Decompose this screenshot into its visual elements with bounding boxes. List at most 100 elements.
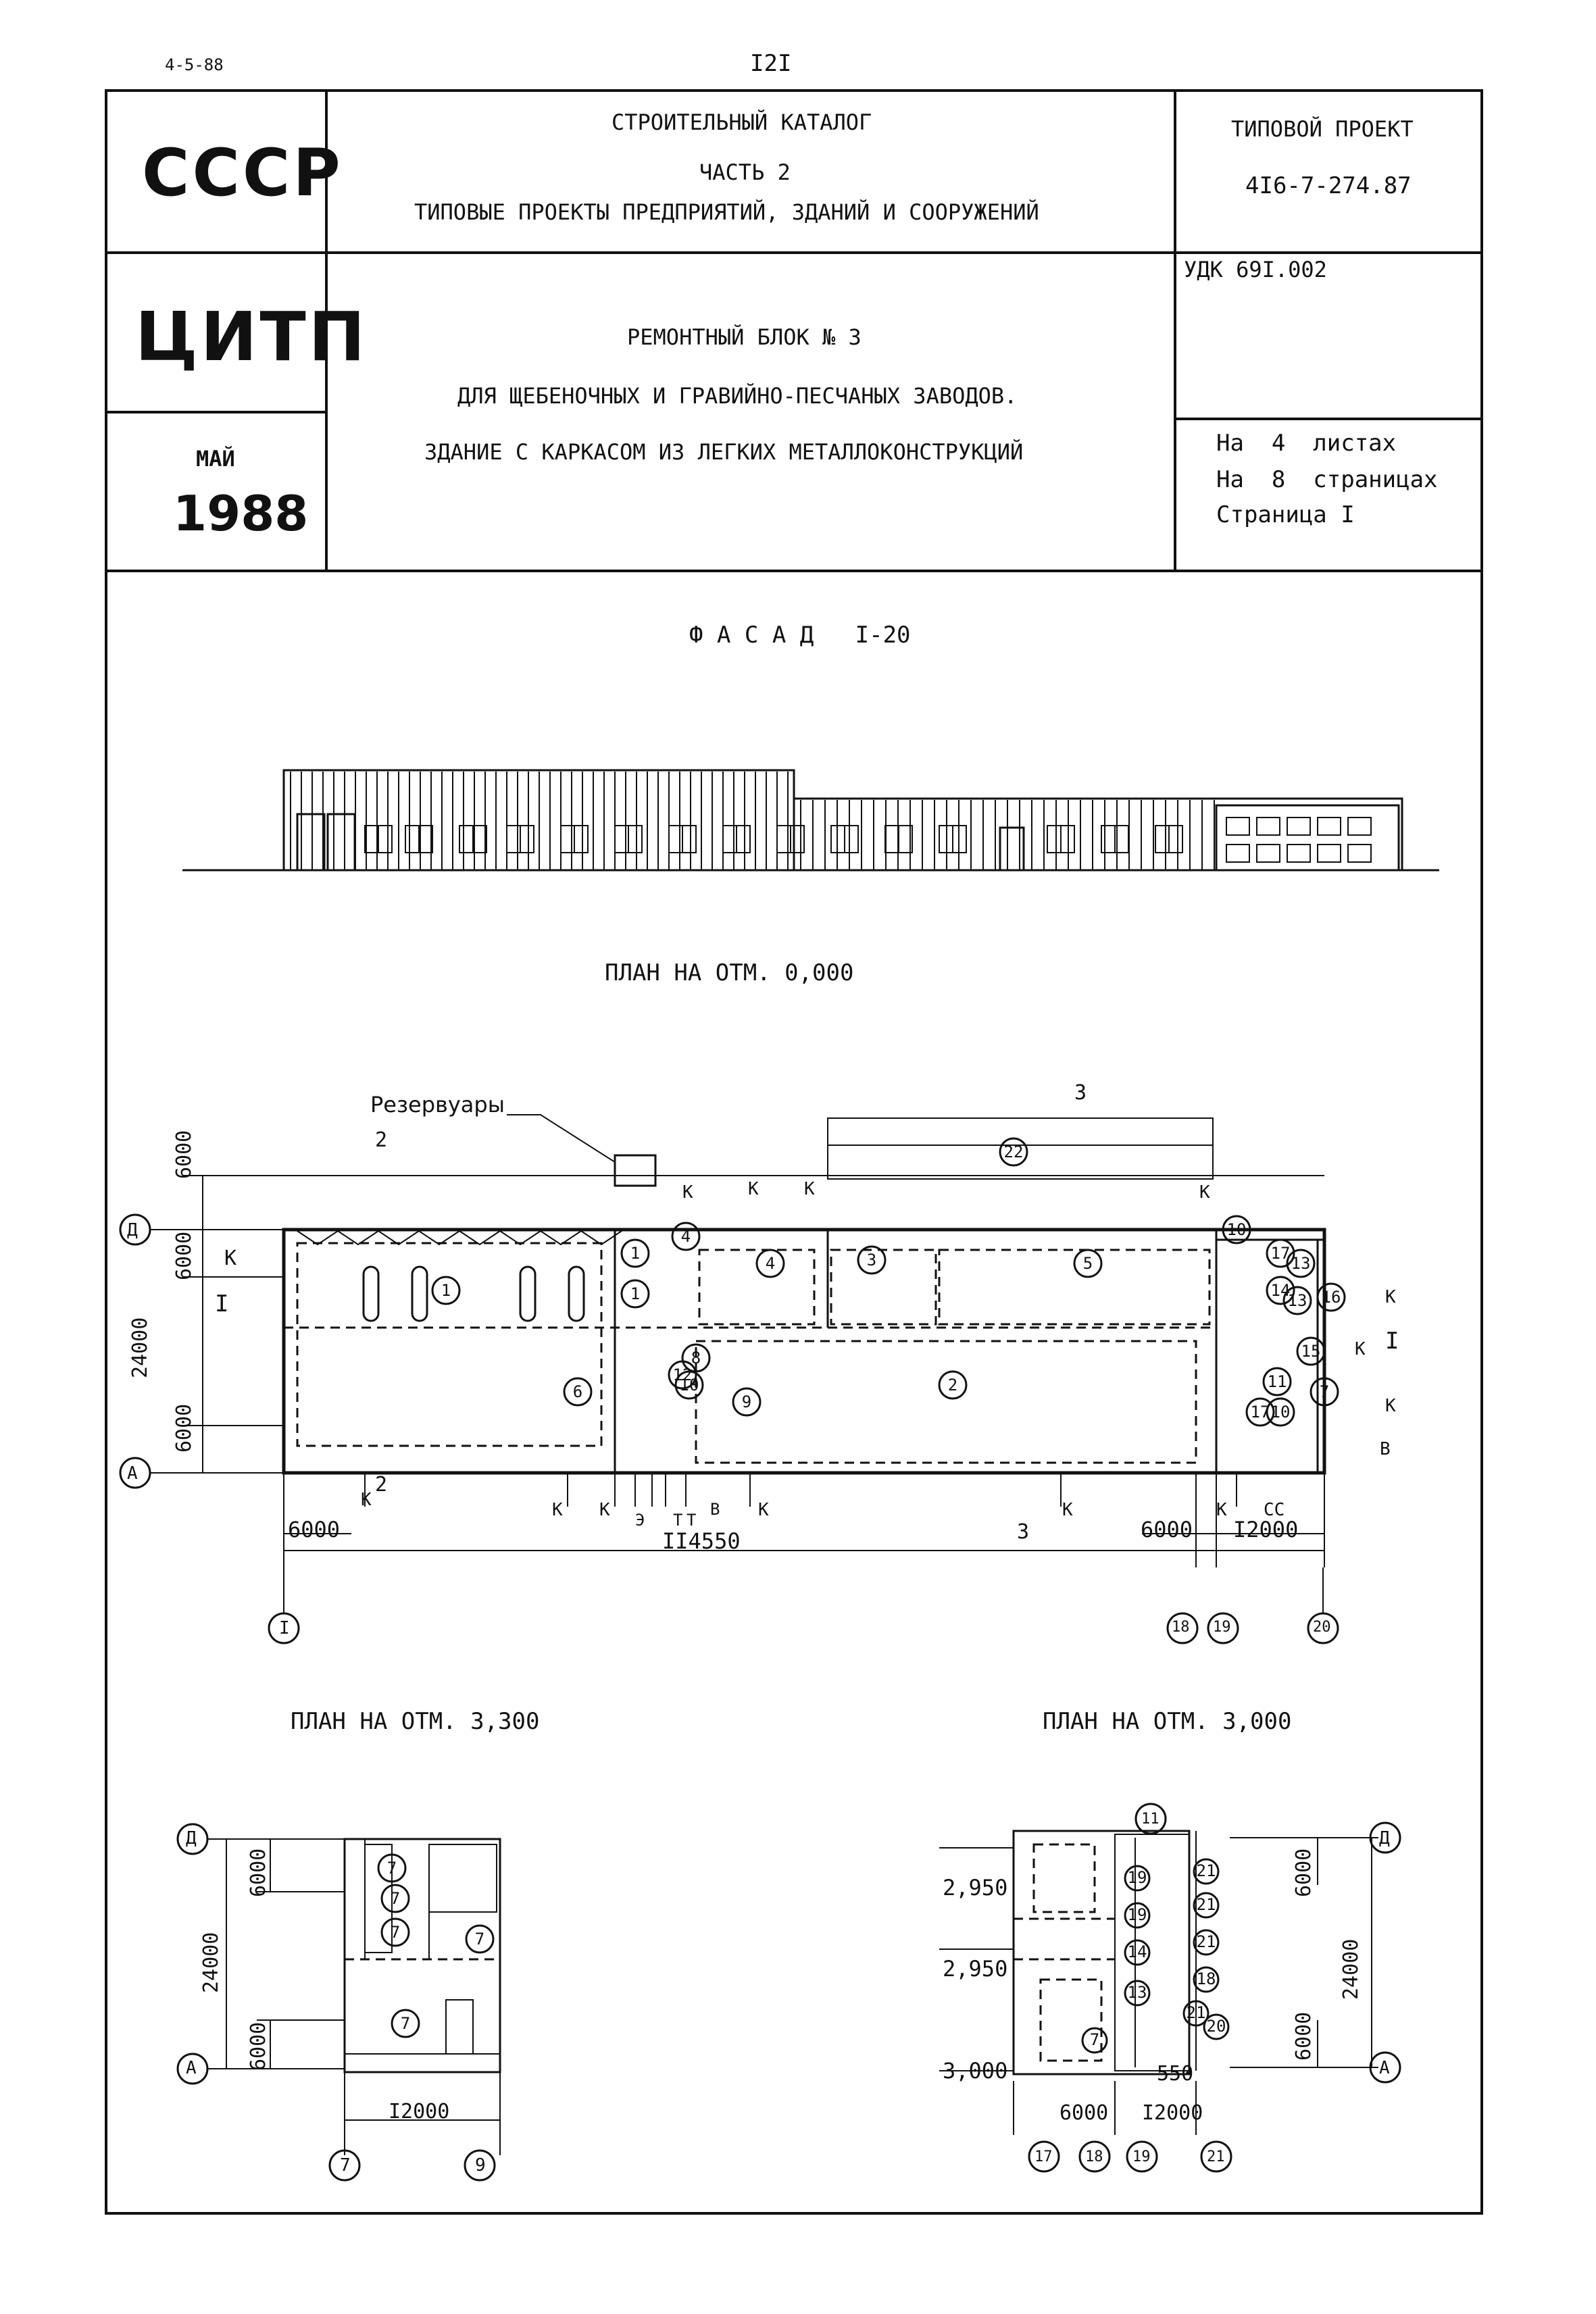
utility-k-right-2: К <box>1355 1339 1366 1359</box>
room-number: 16 <box>1322 1288 1341 1307</box>
room-marker: 17 <box>1245 1397 1275 1427</box>
plan-300-level-1: 2,950 <box>943 1875 1008 1901</box>
room-marker: 4 <box>755 1249 785 1278</box>
axis-label-19: 19 <box>1213 1619 1231 1636</box>
room-marker: 7 <box>391 2009 420 2038</box>
project-label: ТИПОВОЙ ПРОЕКТ <box>1231 116 1414 142</box>
catalog-line-1: СТРОИТЕЛЬНЫЙ КАТАЛОГ <box>612 109 872 135</box>
section-mark-1-right: I <box>1385 1328 1399 1355</box>
room-marker: 18 <box>1193 1966 1220 1993</box>
room-number: 4 <box>766 1254 775 1273</box>
dim-right-a: 6000 <box>1141 1517 1193 1542</box>
utility-ss-bottom: СС <box>1264 1500 1285 1520</box>
room-number: 7 <box>475 1930 484 1948</box>
room-marker: 1 <box>620 1279 650 1309</box>
plan-300-axis-a: А <box>1379 2058 1390 2078</box>
pages-info: На 8 страницах <box>1216 466 1438 493</box>
sheets-info: На 4 листах <box>1216 430 1397 457</box>
room-number: 1 <box>630 1284 640 1303</box>
room-marker: 1 <box>620 1238 650 1268</box>
month: МАЙ <box>196 446 235 472</box>
utility-k-right-3: К <box>1385 1396 1396 1416</box>
header-col-divider-1 <box>325 89 328 571</box>
plan-330-dim-v-bottom: 6000 <box>247 2021 270 2071</box>
utility-t-bottom-1: Т <box>673 1511 683 1530</box>
reservoirs-label: Резервуары <box>370 1092 505 1117</box>
room-marker: 19 <box>1124 1902 1151 1929</box>
room-marker: 5 <box>1073 1249 1103 1278</box>
page-number: I2I <box>750 50 792 77</box>
room-number: 10 <box>1227 1220 1247 1239</box>
plan-300-dim-12000: I2000 <box>1142 2101 1203 2125</box>
room-marker: 20 <box>1203 2013 1230 2040</box>
dim-total: II4550 <box>662 1528 741 1554</box>
room-marker: 22 <box>999 1137 1028 1167</box>
room-number: 7 <box>1320 1382 1329 1401</box>
room-marker: 14 <box>1266 1276 1295 1305</box>
room-number: 9 <box>742 1392 751 1411</box>
room-marker: 13 <box>1282 1286 1312 1315</box>
room-number: 7 <box>387 1859 397 1878</box>
section-mark-3-top: 3 <box>1074 1081 1087 1105</box>
room-marker: 16 <box>1316 1282 1346 1312</box>
room-marker: 21 <box>1193 1892 1220 1919</box>
room-number: 13 <box>1128 1983 1147 2002</box>
udk-code: УДК 69I.002 <box>1184 257 1327 282</box>
utility-k-top-4: К <box>1199 1182 1210 1203</box>
room-number: 14 <box>1271 1281 1291 1300</box>
room-marker: 7 <box>1081 2027 1108 2054</box>
utility-k-bottom-3: К <box>599 1500 610 1520</box>
room-number: 17 <box>1251 1403 1270 1422</box>
dim-right-b: I2000 <box>1233 1517 1299 1542</box>
section-mark-3-bottom: 3 <box>1017 1520 1030 1544</box>
dim-vert-top: 6000 <box>172 1130 196 1179</box>
room-marker: 2 <box>938 1370 968 1400</box>
room-number: 3 <box>867 1251 876 1269</box>
room-marker: 19 <box>1124 1865 1151 1892</box>
room-number: 19 <box>1128 1868 1147 1887</box>
utility-k-right-1: К <box>1385 1287 1396 1307</box>
date-code: 4-5-88 <box>165 55 224 74</box>
room-marker: 9 <box>732 1387 762 1417</box>
dim-vert-bottom: 6000 <box>172 1403 196 1453</box>
room-number: 21 <box>1197 1861 1216 1880</box>
room-marker: 7 <box>377 1853 407 1883</box>
utility-k-bottom-4: К <box>758 1500 769 1520</box>
plan-300-axis-18: 18 <box>1085 2148 1103 2165</box>
room-number: 17 <box>1271 1244 1291 1263</box>
plan-330-dim-span: I2000 <box>389 2100 450 2123</box>
room-marker: 7 <box>465 1924 495 1954</box>
room-number: 18 <box>1197 1969 1216 1988</box>
room-marker: 10 <box>1222 1215 1251 1244</box>
utility-k-top-2: К <box>748 1179 759 1199</box>
room-number: 20 <box>1207 2017 1226 2036</box>
plan-300-axis-17: 17 <box>1034 2148 1053 2165</box>
room-marker: 17 <box>1266 1238 1295 1268</box>
utility-k-bottom-6: К <box>1216 1500 1227 1520</box>
year: 1988 <box>173 485 309 542</box>
plan-300-axis-11: 11 <box>1141 1811 1159 1828</box>
catalog-line-2: ЧАСТЬ 2 <box>699 159 791 185</box>
room-marker: 13 <box>1286 1249 1316 1278</box>
plan-300-level-3: 3,000 <box>943 2058 1008 2084</box>
room-number: 19 <box>1128 1905 1147 1924</box>
utility-k-bottom-1: К <box>361 1490 372 1510</box>
plan-300-dim-550: 550 <box>1157 2062 1194 2086</box>
plan-300-dim-6000: 6000 <box>1059 2101 1109 2125</box>
room-number: 5 <box>1083 1254 1093 1273</box>
plan-330-dim-v-total: 24000 <box>199 1932 223 1993</box>
room-number: 1 <box>441 1281 451 1300</box>
dim-vert-total: 24000 <box>128 1317 152 1378</box>
room-marker: 1 <box>431 1276 461 1305</box>
plan-330-title: ПЛАН НА ОТМ. 3,300 <box>291 1708 540 1735</box>
facade-drawing <box>182 769 1439 872</box>
room-marker: 13 <box>1124 1980 1151 2007</box>
header-divider-2 <box>105 570 1483 572</box>
room-marker: 10 <box>1266 1397 1295 1427</box>
utility-k-left: К <box>224 1247 237 1270</box>
room-marker: 6 <box>563 1377 593 1407</box>
room-number: 12 <box>673 1365 693 1384</box>
